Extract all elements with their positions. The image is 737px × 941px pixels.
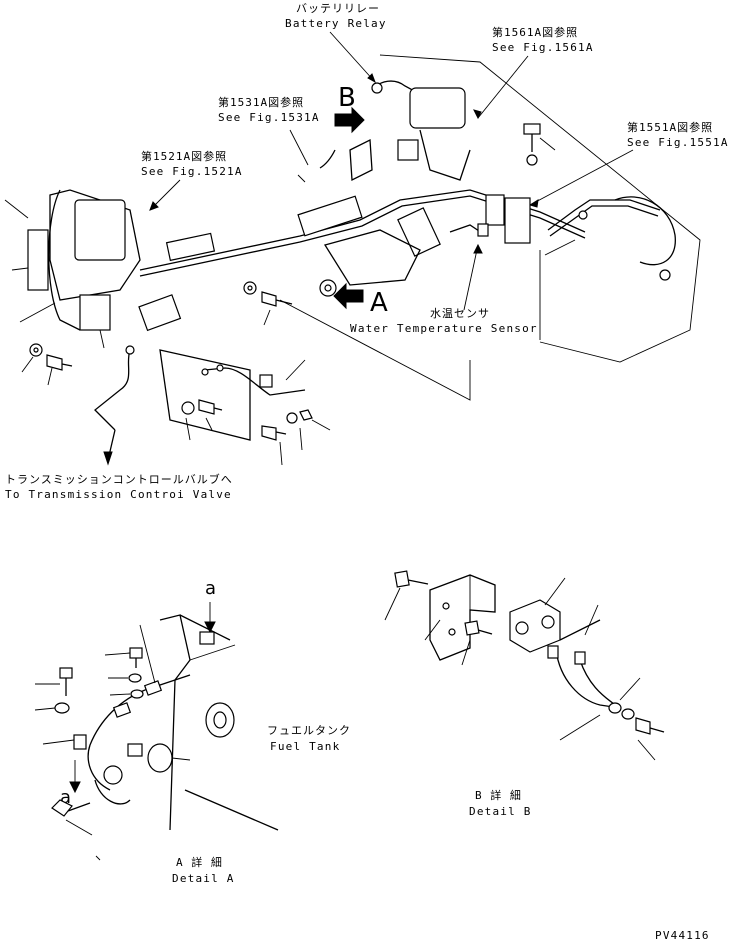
fig1551-label-en: See Fig.1551A [627,136,729,149]
fig1551-reference: 第1551A図参照 See Fig.1551A [627,120,729,149]
water-temp-label-jp: 水温センサ [430,307,490,320]
water-temp-label-en: Water Temperature Sensor [350,322,538,335]
fig1531-label-jp: 第1531A図参照 [218,95,304,109]
detail-b-label-jp: B 詳 細 [475,788,522,802]
fig1521-reference: 第1521A図参照 See Fig.1521A [141,149,243,178]
drawing-code: PV44116 [655,929,710,941]
ref-a-top-letter: a [205,578,216,599]
fig1551-label-jp: 第1551A図参照 [627,120,713,134]
transmission-label-jp: トランスミッションコントロールバルブへ [5,472,233,486]
view-b-letter: B [338,83,356,113]
main-harness-assembly [4,54,701,466]
detail-b-drawing [384,570,665,761]
fig1561-label-en: See Fig.1561A [492,41,594,54]
fig1561-label-jp: 第1561A図参照 [492,25,578,39]
battery-relay-label: バッテリリレー Battery Relay [285,2,387,30]
view-b-arrow [334,106,365,134]
leader-arrowheads [69,73,539,794]
fuel-tank-label-en: Fuel Tank [270,740,340,753]
battery-relay-label-jp: バッテリリレー [296,2,380,15]
fig1531-reference: 第1531A図参照 See Fig.1531A [218,95,320,124]
fuel-tank-label-jp: フュエルタンク [267,724,351,737]
ref-a-bottom-letter: a [60,787,71,808]
detail-a-label-en: Detail A [172,872,235,885]
fig1531-label-en: See Fig.1531A [218,111,320,124]
view-a-arrow [333,282,364,310]
detail-b-label-en: Detail B [469,805,532,818]
water-temperature-sensor-label: 水温センサ Water Temperature Sensor [350,307,538,335]
transmission-valve-label: トランスミッションコントロールバルブへ To Transmission Cont… [5,472,233,501]
battery-relay-label-en: Battery Relay [285,17,387,30]
fig1521-label-jp: 第1521A図参照 [141,149,227,163]
view-a-letter: A [370,288,388,318]
transmission-label-en: To Transmission Controi Valve [5,488,232,501]
detail-b-caption: B 詳 細 Detail B [469,788,532,818]
detail-a-drawing [34,614,279,861]
fig1521-label-en: See Fig.1521A [141,165,243,178]
fig1561-reference: 第1561A図参照 See Fig.1561A [492,25,594,54]
detail-a-caption: A 詳 細 Detail A [172,855,235,885]
fuel-tank-label: フュエルタンク Fuel Tank [267,724,351,753]
detail-a-label-jp: A 詳 細 [176,855,223,869]
